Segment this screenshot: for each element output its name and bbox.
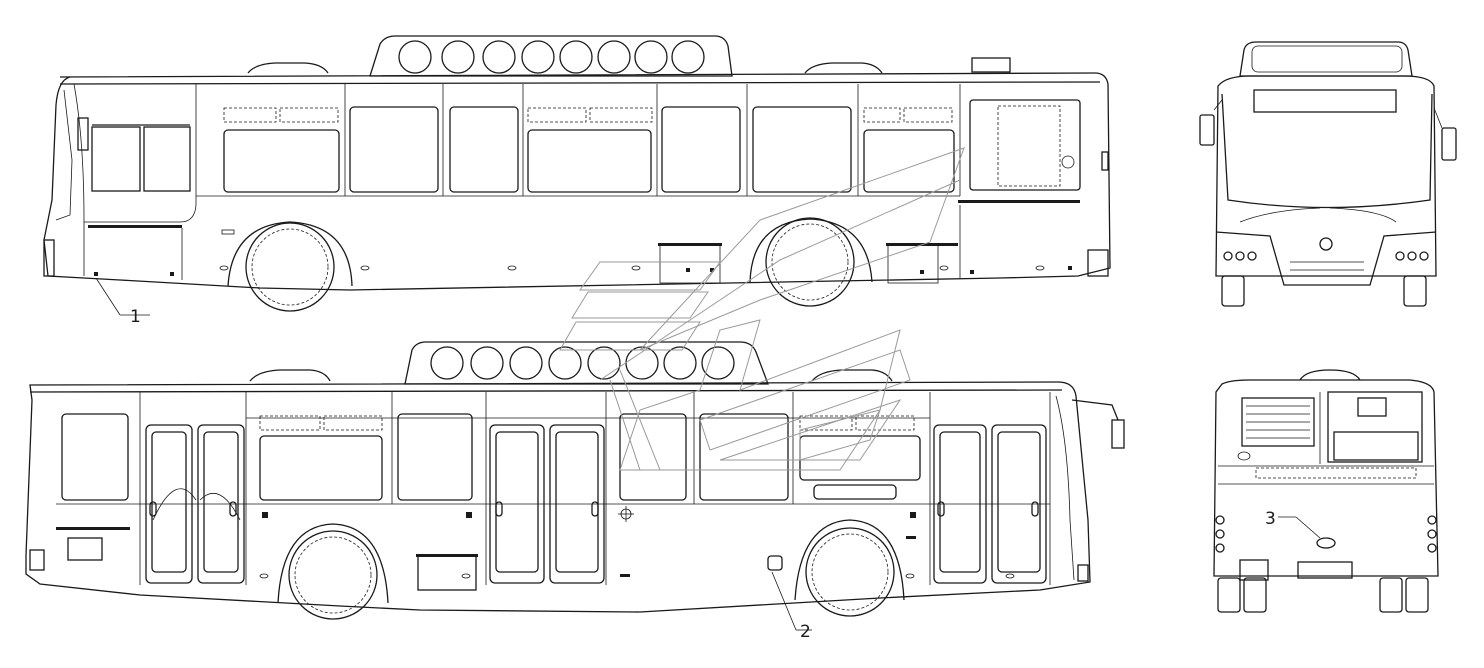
callout-2: 2	[771, 571, 812, 642]
callout-1-label: 1	[130, 307, 141, 327]
door-front	[145, 424, 245, 584]
roof-gas-cylinders-bottom	[430, 346, 735, 380]
callout-2-label: 2	[800, 622, 811, 642]
front-view	[1199, 41, 1457, 307]
rear-lamps	[1215, 515, 1437, 553]
rear-louvres	[1246, 405, 1310, 439]
side-view-bottom	[25, 341, 1125, 620]
callout-3-part	[1316, 537, 1336, 549]
front-headlights	[1223, 251, 1429, 261]
callout-3-label: 3	[1265, 509, 1276, 529]
stylized-logo-watermark	[559, 147, 965, 471]
callout-3: 3	[1265, 509, 1321, 539]
roof-gas-cylinders	[398, 40, 705, 74]
callout-1: 1	[95, 277, 150, 327]
door-rear	[933, 424, 1047, 584]
side-view-top	[43, 35, 1111, 312]
callout-2-part	[767, 555, 783, 571]
rear-view	[1213, 369, 1439, 613]
door-middle	[489, 424, 605, 584]
